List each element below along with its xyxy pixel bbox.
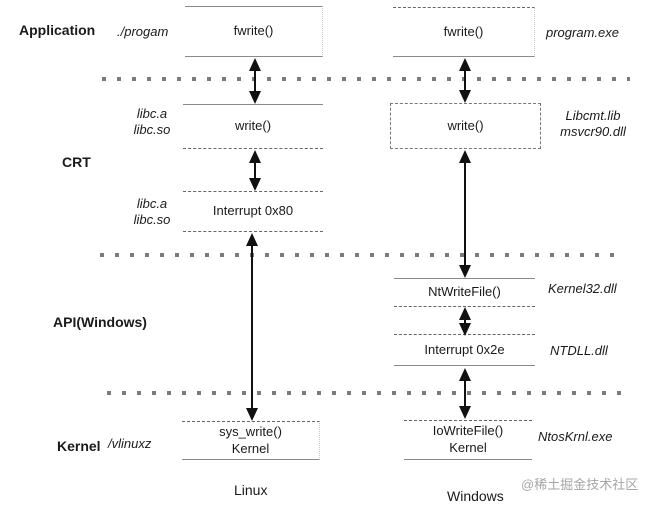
linux-column-caption: Linux (234, 482, 268, 498)
arrow-linux-fwrite-write (249, 58, 261, 104)
arrow-windows-interrupt-kernel (459, 368, 471, 419)
windows-binary-name: program.exe (546, 25, 619, 40)
linux-kernel-image-name: /vlinuxz (108, 436, 152, 451)
windows-interrupt-label: Interrupt 0x2e (424, 341, 505, 357)
iowritefile-label: IoWriteFile() (432, 423, 504, 439)
libc-so-label: libc.so (133, 121, 171, 137)
arrow-windows-fwrite-write (459, 58, 471, 103)
linux-kernel-box: sys_write() Kernel (182, 421, 320, 460)
windows-fwrite-box: fwrite() (393, 7, 535, 57)
windows-write-box: write() (390, 103, 541, 149)
layer-label-kernel: Kernel (57, 438, 101, 454)
linux-libc-labels-lower: libc.a libc.so (124, 196, 180, 228)
windows-kernel-word-label: Kernel (449, 440, 487, 455)
arrow-linux-interrupt-kernel (246, 233, 258, 421)
ntwritefile-label: NtWriteFile() (428, 284, 501, 300)
windows-crt-lib-labels: Libcmt.lib msvcr90.dll (543, 108, 643, 140)
linux-fwrite-label: fwrite() (233, 23, 274, 39)
separator-api-kernel (107, 391, 628, 395)
windows-kernel-image-name: NtosKrnl.exe (538, 429, 613, 444)
windows-interrupt-box: Interrupt 0x2e (394, 334, 535, 366)
arrow-linux-write-interrupt (249, 150, 261, 191)
layer-label-application: Application (19, 22, 96, 38)
msvcr90-dll-label: msvcr90.dll (560, 123, 626, 139)
windows-kernel-box: IoWriteFile() Kernel (404, 420, 532, 460)
layer-label-api-windows: API(Windows) (53, 314, 147, 330)
linux-interrupt-label: Interrupt 0x80 (212, 203, 294, 219)
windows-column-caption: Windows (447, 488, 504, 504)
libc-so-label: libc.so (133, 211, 171, 227)
linux-write-box: write() (183, 104, 323, 149)
libc-a-label: libc.a (136, 196, 168, 211)
linux-libc-labels-upper: libc.a libc.so (124, 106, 180, 138)
arrow-windows-ntwritefile-interrupt (459, 307, 471, 336)
linux-interrupt-box: Interrupt 0x80 (183, 191, 323, 232)
arrow-windows-write-ntwritefile (459, 150, 471, 278)
windows-fwrite-label: fwrite() (443, 23, 484, 39)
windows-ntwritefile-box: NtWriteFile() (394, 278, 535, 307)
windows-write-label: write() (447, 117, 484, 133)
layer-label-crt: CRT (62, 154, 91, 170)
linux-fwrite-box: fwrite() (185, 6, 323, 57)
linux-kernel-word-label: Kernel (231, 440, 270, 456)
libcmt-lib-label: Libcmt.lib (565, 108, 621, 123)
separator-crt-api (100, 253, 618, 257)
watermark-text: @稀土掘金技术社区 (521, 477, 639, 492)
sys-write-label: sys_write() (219, 423, 282, 439)
linux-write-label: write() (234, 118, 272, 134)
libc-a-label: libc.a (136, 106, 168, 121)
separator-application-crt (102, 77, 630, 81)
linux-binary-name: ./progam (117, 24, 169, 39)
kernel32-dll-label: Kernel32.dll (548, 281, 617, 296)
ntdll-dll-label: NTDLL.dll (550, 343, 608, 358)
